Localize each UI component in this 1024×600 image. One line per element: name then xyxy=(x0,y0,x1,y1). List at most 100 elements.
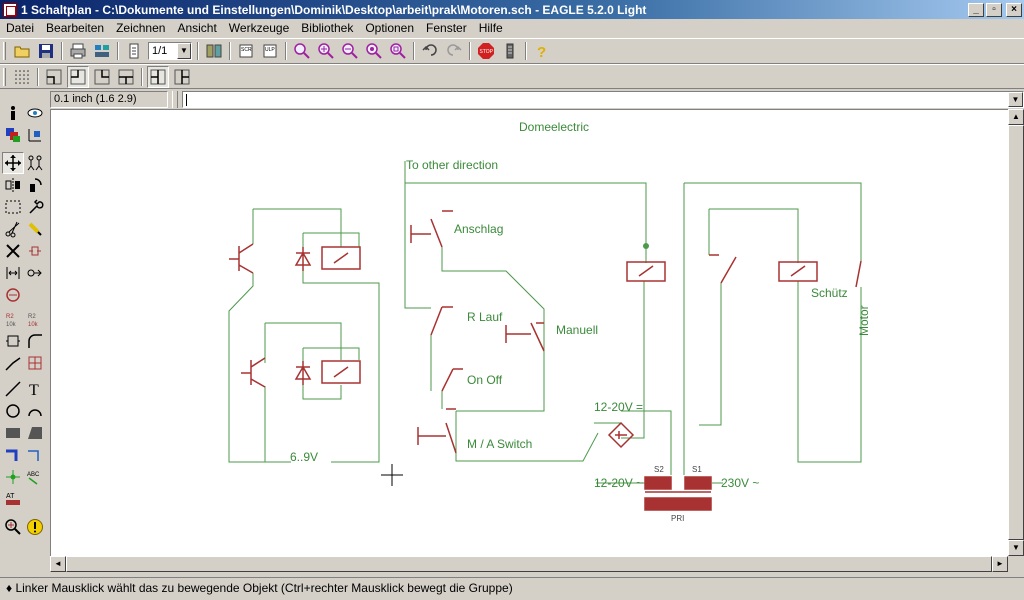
print-button[interactable] xyxy=(67,40,89,62)
close-button[interactable]: × xyxy=(1006,2,1022,17)
label-domeelectric: Domeelectric xyxy=(519,120,590,134)
mark-tool[interactable] xyxy=(24,124,46,146)
menu-bearbeiten[interactable]: Bearbeiten xyxy=(46,21,105,35)
zoom-in-button[interactable] xyxy=(315,40,337,62)
net-tool[interactable] xyxy=(24,444,46,466)
mirror-tool[interactable] xyxy=(2,174,24,196)
add-tool[interactable] xyxy=(24,240,46,262)
maximize-button[interactable]: ▫ xyxy=(986,2,1002,17)
menu-fenster[interactable]: Fenster xyxy=(426,21,467,35)
menu-hilfe[interactable]: Hilfe xyxy=(478,21,503,35)
show-tool[interactable] xyxy=(24,102,46,124)
menu-zeichnen[interactable]: Zeichnen xyxy=(116,21,166,35)
miter-1-button[interactable] xyxy=(147,65,169,88)
text-tool[interactable]: T xyxy=(24,378,46,400)
change-tool[interactable] xyxy=(24,196,46,218)
menu-ansicht[interactable]: Ansicht xyxy=(177,21,217,35)
text-tool-glyph: T xyxy=(29,382,39,398)
erc-tool[interactable] xyxy=(2,516,24,538)
vertical-scrollbar[interactable]: ▲ ▼ xyxy=(1008,109,1024,556)
scroll-down-arrow-icon[interactable]: ▼ xyxy=(1008,540,1024,556)
wire-bend-2-button[interactable] xyxy=(91,66,113,88)
delete-tool[interactable] xyxy=(2,240,24,262)
miter-icon xyxy=(150,69,166,84)
circle-tool[interactable] xyxy=(2,400,24,422)
wire-bend-0-button[interactable] xyxy=(43,66,65,88)
undo-button[interactable] xyxy=(419,40,441,62)
sheet-button[interactable] xyxy=(123,40,145,62)
miter-2-button[interactable] xyxy=(171,66,193,88)
zoom-fit-button[interactable] xyxy=(291,40,313,62)
replace-tool[interactable] xyxy=(24,262,46,284)
schematic-canvas[interactable]: Domeelectric To other direction Anschlag… xyxy=(50,109,1008,556)
menu-optionen[interactable]: Optionen xyxy=(365,21,415,35)
redraw-button[interactable] xyxy=(363,40,385,62)
menu-bibliothek[interactable]: Bibliothek xyxy=(301,21,354,35)
sheet-select[interactable]: 1/1▼ xyxy=(148,42,192,60)
gateswap-tool[interactable] xyxy=(2,284,24,306)
cam-button[interactable] xyxy=(91,40,113,62)
chevron-down-icon[interactable]: ▼ xyxy=(1008,92,1023,107)
board-switch-button[interactable] xyxy=(203,40,225,62)
invoke-tool[interactable] xyxy=(24,352,46,374)
zoom-out-button[interactable] xyxy=(339,40,361,62)
script-button[interactable]: SCR xyxy=(235,40,257,62)
split-tool[interactable] xyxy=(2,352,24,374)
group-tool[interactable] xyxy=(2,196,24,218)
command-line-input[interactable]: ▼ xyxy=(182,91,1024,108)
rect-tool[interactable] xyxy=(2,422,24,444)
printer-icon xyxy=(70,43,86,59)
toolbar-grip[interactable] xyxy=(3,67,6,86)
horizontal-scrollbar[interactable]: ◄ ► xyxy=(50,556,1008,572)
eagle-app-icon[interactable] xyxy=(3,2,17,17)
crosshair-cursor xyxy=(381,464,403,486)
toolbar-grip[interactable] xyxy=(172,91,178,108)
zoom-select-button[interactable] xyxy=(387,40,409,62)
display-tool[interactable] xyxy=(2,124,24,146)
component-symbols xyxy=(229,210,862,511)
miter-tool[interactable] xyxy=(24,330,46,352)
smash-tool[interactable] xyxy=(2,330,24,352)
cut-tool[interactable] xyxy=(2,218,24,240)
wire-bend-3-button[interactable] xyxy=(115,66,137,88)
help-button[interactable]: ? xyxy=(531,40,553,62)
scroll-left-arrow-icon[interactable]: ◄ xyxy=(50,556,66,572)
redo-button[interactable] xyxy=(443,40,465,62)
chevron-down-icon[interactable]: ▼ xyxy=(177,43,191,59)
label-tool[interactable]: ABC xyxy=(24,466,46,488)
scroll-right-arrow-icon[interactable]: ► xyxy=(992,556,1008,572)
ulp-button[interactable]: ULP xyxy=(259,40,281,62)
info-tool[interactable] xyxy=(2,102,24,124)
toolbar-grip[interactable] xyxy=(3,42,6,60)
arc-tool[interactable] xyxy=(24,400,46,422)
menu-werkzeuge[interactable]: Werkzeuge xyxy=(228,21,290,35)
scroll-up-arrow-icon[interactable]: ▲ xyxy=(1008,109,1024,125)
attribute-tool[interactable]: AT xyxy=(2,488,24,510)
wire-bend-1-button[interactable] xyxy=(67,65,89,88)
label-abc-icon: ABC xyxy=(27,472,40,485)
copy-tool[interactable] xyxy=(24,152,46,174)
stop-button[interactable]: STOP xyxy=(475,40,497,62)
errors-tool[interactable] xyxy=(24,516,46,538)
rotate-tool[interactable] xyxy=(24,174,46,196)
horizontal-scroll-thumb[interactable] xyxy=(66,556,992,572)
scrollbar-corner xyxy=(1008,556,1024,572)
wire-tool[interactable] xyxy=(2,378,24,400)
polygon-tool[interactable] xyxy=(24,422,46,444)
go-button[interactable] xyxy=(499,40,521,62)
open-button[interactable] xyxy=(11,40,33,62)
pinswap-tool[interactable] xyxy=(2,262,24,284)
vertical-scroll-thumb[interactable] xyxy=(1008,125,1024,540)
save-button[interactable] xyxy=(35,40,57,62)
board-switch-icon xyxy=(206,44,222,58)
eye-icon xyxy=(27,108,43,118)
paste-tool[interactable] xyxy=(24,218,46,240)
bus-tool[interactable] xyxy=(2,444,24,466)
junction-tool[interactable] xyxy=(2,466,24,488)
grid-button[interactable] xyxy=(11,66,33,88)
move-tool[interactable] xyxy=(2,152,24,174)
minimize-button[interactable]: _ xyxy=(968,2,984,17)
menu-datei[interactable]: Datei xyxy=(6,21,35,35)
